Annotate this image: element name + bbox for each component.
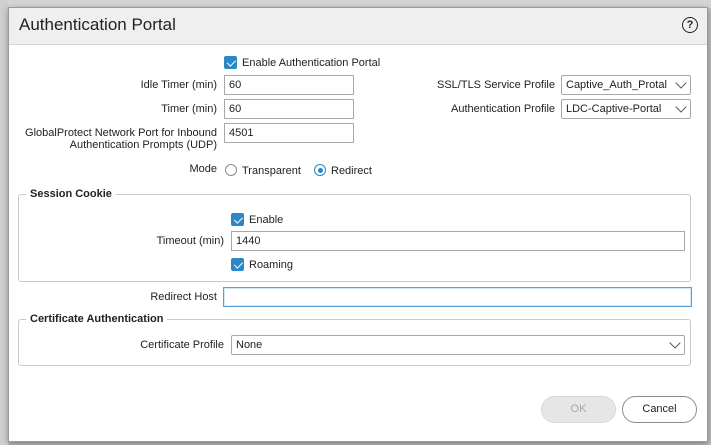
timer-label: Timer (min) [161,103,217,115]
chevron-down-icon [675,101,687,113]
dialog-titlebar: Authentication Portal ? [9,8,707,45]
dialog-title: Authentication Portal [19,15,176,34]
ssl-tls-profile-select[interactable]: Captive_Auth_Protal [561,75,691,95]
mode-transparent-radio[interactable] [225,164,237,176]
help-icon[interactable]: ? [682,17,698,33]
background-window-top [0,0,711,8]
session-cookie-enable-label: Enable [249,214,284,226]
mode-label: Mode [189,163,217,175]
redirect-host-label: Redirect Host [150,291,217,303]
certificate-authentication-legend: Certificate Authentication [26,313,168,325]
session-cookie-enable-checkbox[interactable] [231,213,244,226]
timer-input[interactable]: 60 [224,99,354,119]
session-cookie-roaming-checkbox[interactable] [231,258,244,271]
mode-redirect-radio[interactable] [314,164,326,176]
session-cookie-fieldset [18,194,691,282]
mode-redirect-label: Redirect [331,165,372,177]
authentication-portal-dialog: Authentication Portal ? Enable Authentic… [8,7,708,442]
chevron-down-icon [675,77,687,89]
auth-profile-value: LDC-Captive-Portal [566,103,662,115]
session-cookie-roaming-label: Roaming [249,259,294,271]
certificate-profile-label: Certificate Profile [140,339,224,351]
gp-port-label: GlobalProtect Network Port for Inbound A… [25,127,217,151]
chevron-down-icon [669,337,681,349]
auth-profile-select[interactable]: LDC-Captive-Portal [561,99,691,119]
ok-button[interactable]: OK [541,396,616,423]
idle-timer-label: Idle Timer (min) [140,79,217,91]
cancel-button[interactable]: Cancel [622,396,697,423]
ssl-tls-profile-value: Captive_Auth_Protal [566,79,667,91]
session-cookie-legend: Session Cookie [26,188,116,200]
gp-port-label-line2: Authentication Prompts (UDP) [69,139,217,151]
certificate-authentication-fieldset [18,319,691,366]
background-window-left [0,0,8,445]
enable-portal-label: Enable Authentication Portal [242,57,381,69]
gp-port-input[interactable]: 4501 [224,123,354,143]
enable-portal-checkbox[interactable] [224,56,237,69]
session-cookie-timeout-label: Timeout (min) [156,235,224,247]
session-cookie-timeout-input[interactable]: 1440 [231,231,685,251]
mode-transparent-label: Transparent [242,165,301,177]
redirect-host-input[interactable] [223,287,692,307]
ssl-tls-profile-label: SSL/TLS Service Profile [437,79,555,91]
auth-profile-label: Authentication Profile [451,103,555,115]
certificate-profile-select[interactable]: None [231,335,685,355]
gp-port-label-line1: GlobalProtect Network Port for Inbound [25,127,217,139]
certificate-profile-value: None [236,339,263,351]
idle-timer-input[interactable]: 60 [224,75,354,95]
